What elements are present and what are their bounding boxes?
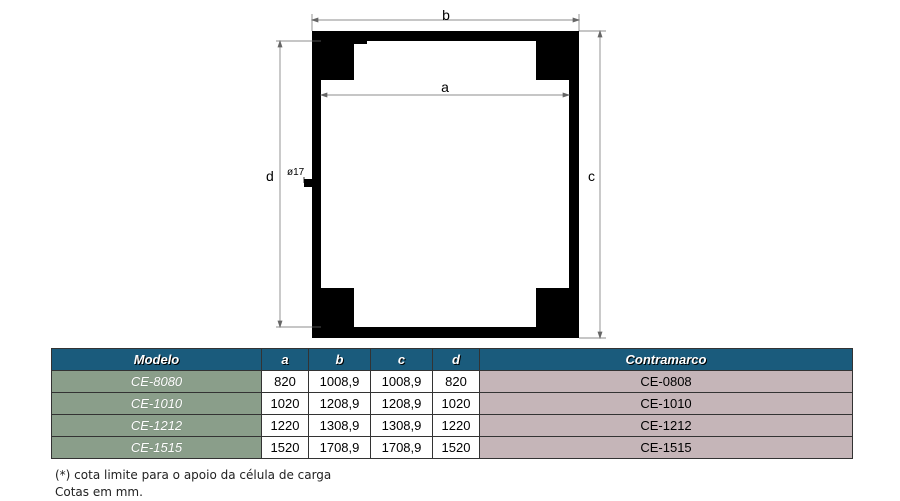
notch-top — [354, 41, 367, 44]
cell-c: 1308,9 — [370, 414, 433, 437]
table-header-row: Modelo a b c d Contramarco — [51, 348, 853, 371]
table-row: CE-1515 1520 1708,9 1708,9 1520 CE-1515 — [51, 436, 853, 459]
cell-d: 1220 — [432, 414, 480, 437]
note-units: Cotas em mm. — [55, 485, 143, 499]
header-a: a — [261, 348, 309, 371]
header-modelo: Modelo — [51, 348, 262, 371]
label-hole-diameter: ø17 — [287, 167, 305, 178]
dimension-a — [319, 92, 571, 98]
table-row: CE-1212 1220 1308,9 1308,9 1220 CE-1212 — [51, 414, 853, 437]
cell-b: 1208,9 — [308, 392, 371, 415]
cell-d: 1020 — [432, 392, 480, 415]
cell-contramarco: CE-1212 — [479, 414, 853, 437]
label-a: a — [441, 79, 449, 95]
dimension-b — [310, 14, 581, 31]
cell-a: 1220 — [261, 414, 309, 437]
cell-model: CE-1010 — [51, 392, 262, 415]
cell-contramarco: CE-1515 — [479, 436, 853, 459]
cell-d: 820 — [432, 370, 480, 393]
header-c: c — [370, 348, 433, 371]
cell-model: CE-1515 — [51, 436, 262, 459]
cell-c: 1708,9 — [370, 436, 433, 459]
corner-block-bottom-right — [536, 288, 569, 327]
hole-tab — [304, 179, 312, 187]
cell-b: 1708,9 — [308, 436, 371, 459]
label-c: c — [588, 168, 595, 184]
header-d: d — [432, 348, 480, 371]
cell-c: 1008,9 — [370, 370, 433, 393]
header-b: b — [308, 348, 371, 371]
frame-opening — [321, 41, 569, 327]
header-contramarco: Contramarco — [479, 348, 853, 371]
corner-block-bottom-left — [321, 288, 354, 327]
cell-a: 1520 — [261, 436, 309, 459]
frame-diagram: b a c d ø17 — [266, 7, 606, 340]
cell-contramarco: CE-1010 — [479, 392, 853, 415]
cell-b: 1308,9 — [308, 414, 371, 437]
cell-model: CE-1212 — [51, 414, 262, 437]
dimension-c — [579, 29, 606, 340]
note-load-cell: (*) cota limite para o apoio da célula d… — [55, 468, 332, 482]
corner-block-top-left — [321, 41, 354, 80]
corner-block-top-right — [536, 41, 569, 80]
cell-c: 1208,9 — [370, 392, 433, 415]
label-b: b — [442, 7, 450, 23]
table-row: CE-1010 1020 1208,9 1208,9 1020 CE-1010 — [51, 392, 853, 415]
cell-model: CE-8080 — [51, 370, 262, 393]
label-d: d — [266, 168, 274, 184]
model-spec-table: Modelo a b c d Contramarco CE-8080 820 1… — [51, 348, 853, 459]
cell-b: 1008,9 — [308, 370, 371, 393]
cell-d: 1520 — [432, 436, 480, 459]
cell-a: 1020 — [261, 392, 309, 415]
cell-contramarco: CE-0808 — [479, 370, 853, 393]
table-row: CE-8080 820 1008,9 1008,9 820 CE-0808 — [51, 370, 853, 393]
cell-a: 820 — [261, 370, 309, 393]
dimension-d — [276, 39, 321, 329]
